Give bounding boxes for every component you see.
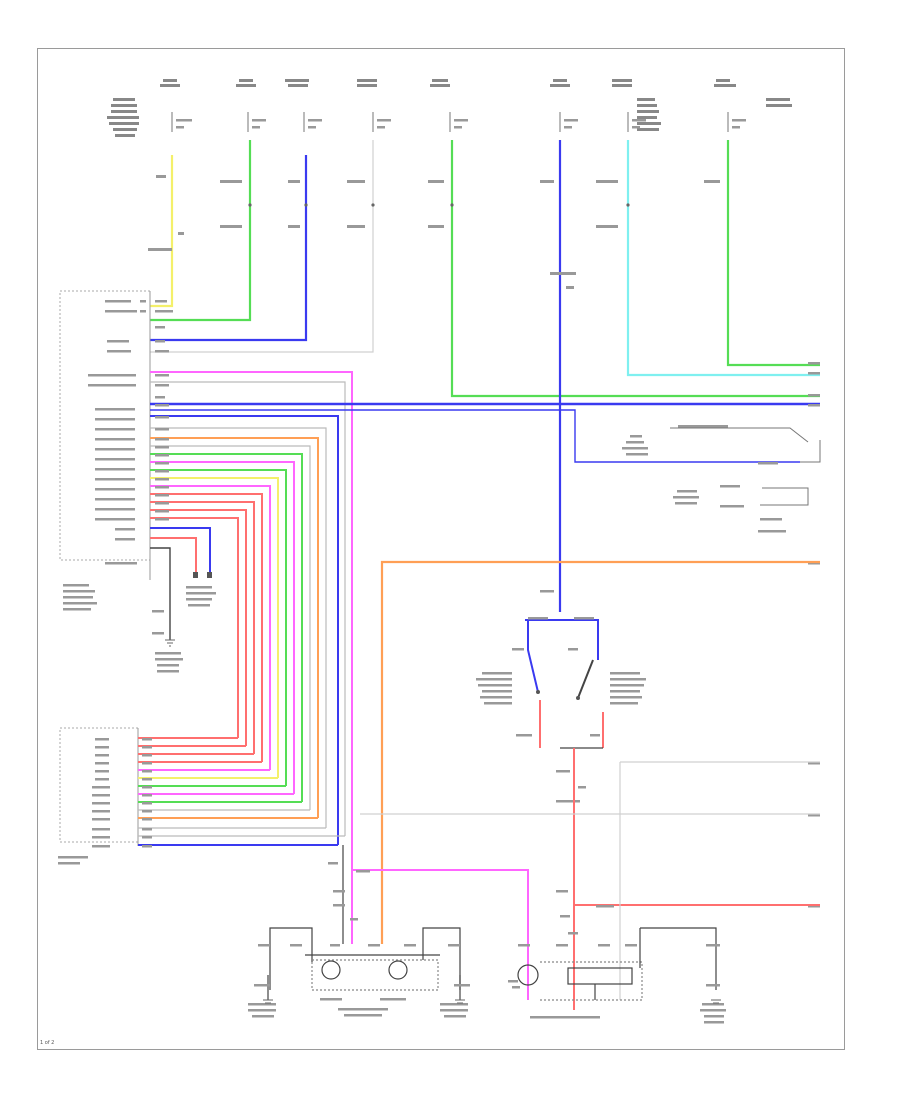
module-box-upper <box>59 290 150 561</box>
wire-yellow <box>150 155 174 308</box>
wire-cyan <box>626 140 820 377</box>
module-box-lower <box>59 727 138 843</box>
fuse-symbols <box>171 112 729 132</box>
page-number: 1 of 2 <box>40 1040 55 1046</box>
right-switch-upper <box>670 427 821 506</box>
center-switch <box>525 619 604 748</box>
wire-orange <box>380 560 820 944</box>
combo-switch-wires <box>138 737 345 846</box>
wire-gray-1 <box>150 140 374 353</box>
left-front-combination-lamp <box>267 927 461 1000</box>
diagram-frame <box>37 48 845 1050</box>
wire-green-2 <box>450 140 820 398</box>
left-rear-combination-lamp <box>517 927 717 1001</box>
fuse-labels <box>107 79 792 137</box>
wire-pink-lower <box>352 869 529 1000</box>
module-pin-labels <box>63 300 173 611</box>
wires-colored <box>150 140 820 612</box>
wire-blue-1 <box>150 155 308 342</box>
wire-green-3 <box>726 140 820 367</box>
wires-bundle <box>150 371 820 857</box>
wire-green-1 <box>150 140 252 322</box>
